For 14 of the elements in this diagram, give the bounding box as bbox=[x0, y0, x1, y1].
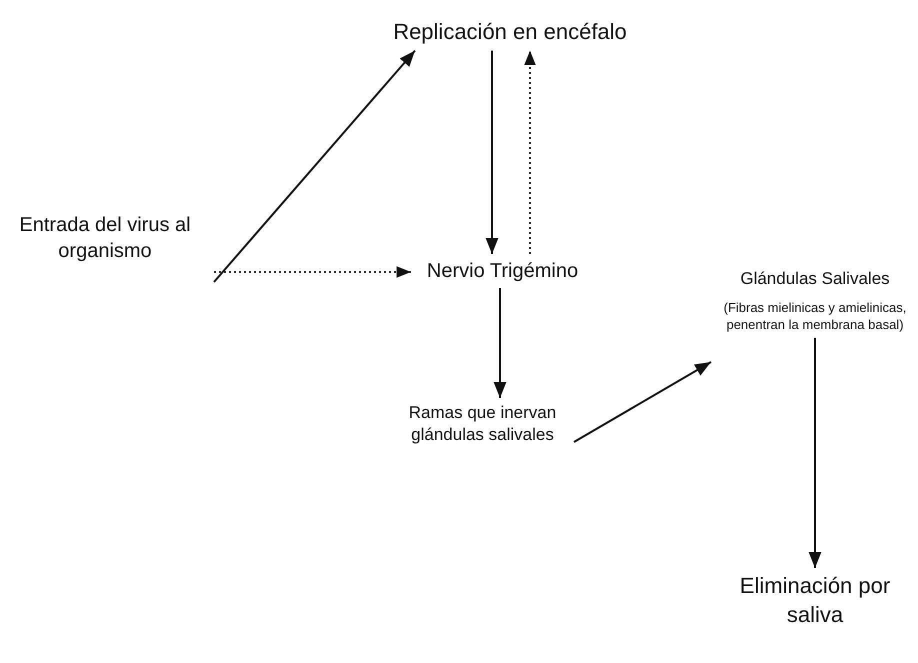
arrow bbox=[494, 288, 506, 398]
arrow bbox=[214, 266, 411, 278]
node-label: Eliminación por saliva bbox=[738, 572, 892, 629]
arrow bbox=[808, 338, 822, 568]
node-label: Ramas que inervan glándulas salivales bbox=[408, 402, 558, 446]
arrow bbox=[486, 50, 498, 254]
node-label: Nervio Trigémino bbox=[426, 259, 580, 284]
node-label: Replicación en encéfalo bbox=[392, 18, 628, 46]
node-description: (Fibras mielinicas y amielinicas, penentran la membrana basal) bbox=[722, 300, 908, 334]
node-label: Entrada del virus al organismo bbox=[18, 213, 192, 264]
arrow bbox=[574, 361, 712, 443]
arrow bbox=[524, 50, 536, 254]
node-label: Glándulas Salivales bbox=[739, 268, 891, 290]
arrow bbox=[213, 50, 416, 283]
